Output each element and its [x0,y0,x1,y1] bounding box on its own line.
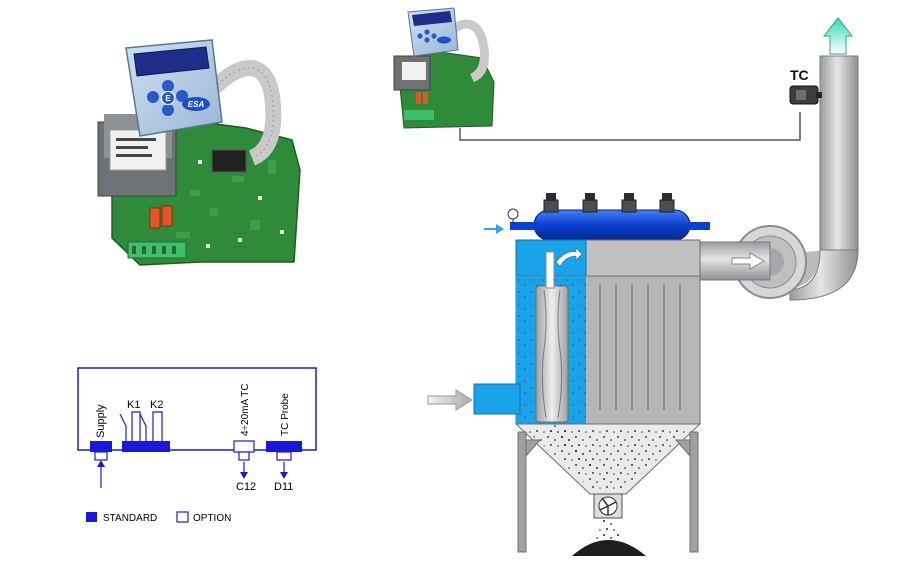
inlet-duct [473,383,521,415]
tc-probe-option [276,451,292,461]
relay-terminal-block [122,441,170,452]
tc-sensor-label: TC [790,67,809,83]
d11-label: D11 [274,481,293,493]
c12-label: C12 [236,481,256,493]
pulse-pipe [545,251,555,289]
transformer [97,114,177,197]
legend-standard-label: STANDARD [103,513,157,524]
air-manifold [484,193,710,241]
k1-contact-symbol [119,411,141,441]
pressure-gauge [507,208,519,224]
k2-label: K2 [150,399,163,411]
filter-bag [535,285,569,423]
ma-output-terminal [233,440,255,453]
legend-option-swatch [176,511,189,523]
esa-logo [182,97,210,111]
solenoid-valves [543,193,675,213]
supply-option-terminal [94,451,108,461]
lcd-display [133,46,210,77]
keypad-panel: E ESA [125,39,223,137]
enter-key-label: E [165,94,171,103]
controller-device-small [393,7,495,129]
keypad-buttons: E [147,80,188,116]
controller-device-large: E ESA [97,39,301,266]
rotary-valve [593,493,623,519]
exhaust-arrow [822,17,854,55]
pulse-flow-arrow [555,247,583,267]
ic-chip [211,149,247,173]
legend-standard-swatch [86,512,97,522]
relay-k2 [161,205,173,227]
connector-diagram: Supply K1 K2 4÷20mA TC C12 TC Probe D11 … [77,367,317,524]
air-inlet-arrow [484,224,504,234]
legend: STANDARD OPTION [86,511,231,524]
k2-contact-symbol [139,411,163,441]
tc-probe-terminal [266,441,302,452]
outlet-flow-arrow [731,252,766,270]
tc-sensor [789,85,822,105]
support-legs [517,431,699,553]
k1-label: K1 [127,399,140,411]
filter-plant: TC [427,17,859,556]
ma-output-option [238,451,250,461]
terminal-blocks [127,241,187,259]
exhaust-stack [819,55,859,255]
connector-board-outline [77,367,317,451]
inlet-flow-arrow [427,389,473,411]
ma-tc-label: 4÷20mA TC [240,383,251,436]
tc-probe-label: TC Probe [280,393,291,436]
supply-label: Supply [95,404,107,438]
dust-pile [572,540,646,556]
legend-option-label: OPTION [193,513,231,524]
supply-terminal [90,441,112,452]
relay-k1 [149,207,161,229]
signal-cable [459,112,801,141]
esa-logo-text: ESA [188,100,205,109]
enter-key [161,91,175,105]
